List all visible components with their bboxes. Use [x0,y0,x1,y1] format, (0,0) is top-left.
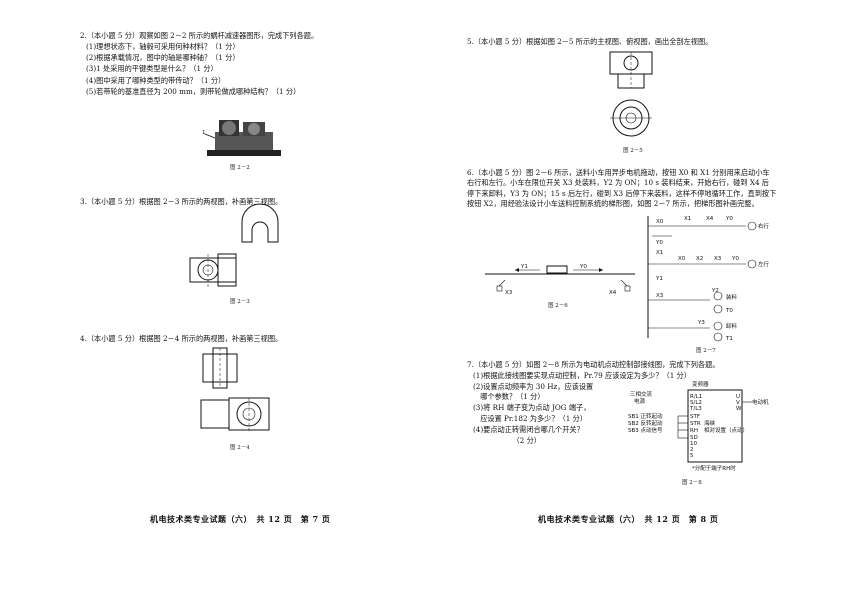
ladder-r2-contact-4: Y0 [731,256,739,262]
rh-tag: 相对设置（点动） [704,426,748,434]
question-4-head: 4.（本小题 5 分）根据图 2－4 所示的两视图，补画第三视图。 [80,334,283,343]
figure-2-3-views [189,203,279,288]
cart-label-x3: X3 [505,290,513,296]
question-2-item-4: (4)图中采用了哪种类型的带传动？（1 分） [86,75,226,85]
worm-reducer-figure: 1 [202,120,281,156]
caption-fig-2-2: 图 2－2 [230,165,250,171]
terminal-2: 2 [690,447,694,453]
terminal-stf: STF [690,414,700,420]
terminal-s: S/L2 [690,400,702,406]
caption-fig-2-4: 图 2－4 [230,445,250,451]
ladder-timer-t1: T1 [725,336,733,342]
question-3-head: 3.（本小题 5 分）根据图 2－3 所示的两视图，补画第三视图。 [80,197,283,206]
ladder-r1-output: 右行 [758,222,770,230]
cart-label-y1: Y1 [520,264,528,270]
vfd-wiring-diagram: 变频器 三相交流 电源 R/L1 S/L2 T/L3 U V W 电动机 SB1… [628,380,769,472]
question-7: 7.（本小题 5 分）如图 2－8 所示为电动机点动控制部接线图，完成下列各题。… [467,360,720,446]
ladder-r2-contact-1: X0 [678,256,686,262]
question-2-item-2: (2)根据承载情况，图中的轴是哪种轴？（1 分） [86,53,240,63]
rh-note: *分配于端子RH时 [692,464,736,472]
ladder-r1-contact-2: X1 [684,216,691,222]
question-5-head: 5.（本小题 5 分）根据如图 2－5 所示的主视图、俯视图，画出全剖左视图。 [467,37,713,46]
caption-fig-2-7: 图 2－7 [696,348,716,354]
question-7-line-2: (1)根据此接线图要实现点动控制，Pr.79 应该设定为多少？（1 分） [473,370,691,380]
supply-label-2: 电源 [634,397,646,405]
question-7-line-6: 应设置 Pr.182 为多少？（1 分） [473,413,587,423]
terminal-sd: SD [690,435,698,441]
stf-tag: 海峡 [704,419,716,427]
supply-label-1: 三相交流 [630,390,653,398]
terminal-5: 5 [690,453,694,459]
figure-2-5-views [609,51,653,137]
footer-right: 机电技术类专业试题（六） 共 12 页 第 8 页 [538,514,719,524]
question-2-item-3: (3)1 处采用的平键类型是什么？（1 分） [86,64,218,74]
question-6-line-1: 6.（本小题 5 分）图 2－6 所示，送料小车用异步电机拖动，按钮 X0 和 … [467,168,770,177]
ladder-coil-y2: Y2 [711,288,719,294]
ladder-diagram: X0 X1 X4 Y0 右行 Y0 X1 X0 X2 X3 Y0 左行 Y1 X… [647,216,770,342]
motor-label: 电动机 [752,398,769,406]
ladder-contact-y3: Y3 [697,320,705,326]
ladder-contact-x3: X3 [656,293,664,299]
ladder-r2-contact-3: X3 [714,256,722,262]
caption-fig-2-5: 图 2－5 [623,148,643,154]
ladder-r1-contact-1: X0 [656,219,664,225]
terminal-w: W [736,406,742,412]
question-7-line-5: (3)将 RH 端子变为点动 JOG 端子， [473,403,591,413]
ladder-r2-output: 左行 [758,260,770,268]
terminal-str: STR [690,421,701,427]
sb3-label: SB3 点动信号 [628,426,663,434]
ladder-label-load: 装料 [726,293,738,301]
ladder-r1-contact-4: Y0 [725,216,733,222]
page-right: 5.（本小题 5 分）根据如图 2－5 所示的主视图、俯视图，画出全剖左视图。 … [430,0,860,608]
question-6: 6.（本小题 5 分）图 2－6 所示，送料小车用异步电机拖动，按钮 X0 和 … [467,168,776,210]
question-7-line-8: （2 分） [473,435,541,445]
figure-2-4-views [200,347,270,432]
cart-label-x4: X4 [609,290,617,296]
question-2-head: 2.（本小题 5 分）观察如图 2－2 所示的蜗杆减速器图形，完成下列各题。 [80,31,319,40]
question-7-line-4: 哪个参数？（1 分） [473,392,545,402]
terminal-10: 10 [690,441,697,447]
ladder-trigger-x1: X1 [656,250,663,256]
figure-2-2-mark: 1 [202,130,206,136]
ladder-r1-contact-3: X4 [706,216,714,222]
ladder-timer-t0: T0 [725,308,733,314]
ladder-latch-y0: Y0 [655,240,663,246]
question-6-line-3: 停下来卸料，Y3 为 ON；15 s 后左行，碰到 X3 后停下来装料，这样不停… [467,188,777,198]
terminal-v: V [736,400,740,406]
cart-label-y0: Y0 [579,264,587,270]
ladder-latch-y1: Y1 [655,276,663,282]
ladder-label-unload: 卸料 [726,322,738,330]
question-6-line-2: 右行和左行。小车在限位开关 X3 处装料，Y2 为 ON；10 s 装料结束，开… [467,178,769,188]
caption-fig-2-8: 图 2－8 [682,480,702,486]
terminal-t: T/L3 [689,406,702,412]
sb2-label: SB2 反转起动 [628,419,663,427]
question-7-line-3: (2)设置点动频率为 30 Hz，应该设置 [473,381,594,391]
question-6-line-4: 按钮 X2，用经验法设计小车送料控制系统的梯形图，如图 2－7 所示，把梯形图补… [467,199,759,209]
question-7-line-7: (4)要点动正转需闭合哪几个开关？ [473,424,584,434]
sb1-label: SB1 正转起动 [628,412,663,420]
ladder-r2-contact-2: X2 [696,256,703,262]
question-2-item-5: (5)若带轮的基准直径为 200 mm，则带轮做成哪种结构？（1 分） [86,86,301,96]
page-left: 2.（本小题 5 分）观察如图 2－2 所示的蜗杆减速器图形，完成下列各题。 (… [80,30,331,524]
question-7-line-1: 7.（本小题 5 分）如图 2－8 所示为电动机点动控制部接线图，完成下列各题。 [467,360,720,369]
caption-fig-2-6: 图 2－6 [548,303,568,309]
caption-fig-2-3: 图 2－3 [230,299,250,305]
question-2-item-1: (1)理想状态下，轴毂可采用何种材料？（1 分） [86,42,240,52]
vfd-title: 变频器 [692,380,709,388]
terminal-r: R/L1 [690,394,702,400]
footer-left: 机电技术类专业试题（六） 共 12 页 第 7 页 [150,514,331,524]
question-2: 2.（本小题 5 分）观察如图 2－2 所示的蜗杆减速器图形，完成下列各题。 (… [80,30,318,97]
terminal-rh: RH [690,428,698,434]
terminal-u: U [736,394,740,400]
cart-diagram: Y1 Y0 X3 X4 [485,264,635,296]
